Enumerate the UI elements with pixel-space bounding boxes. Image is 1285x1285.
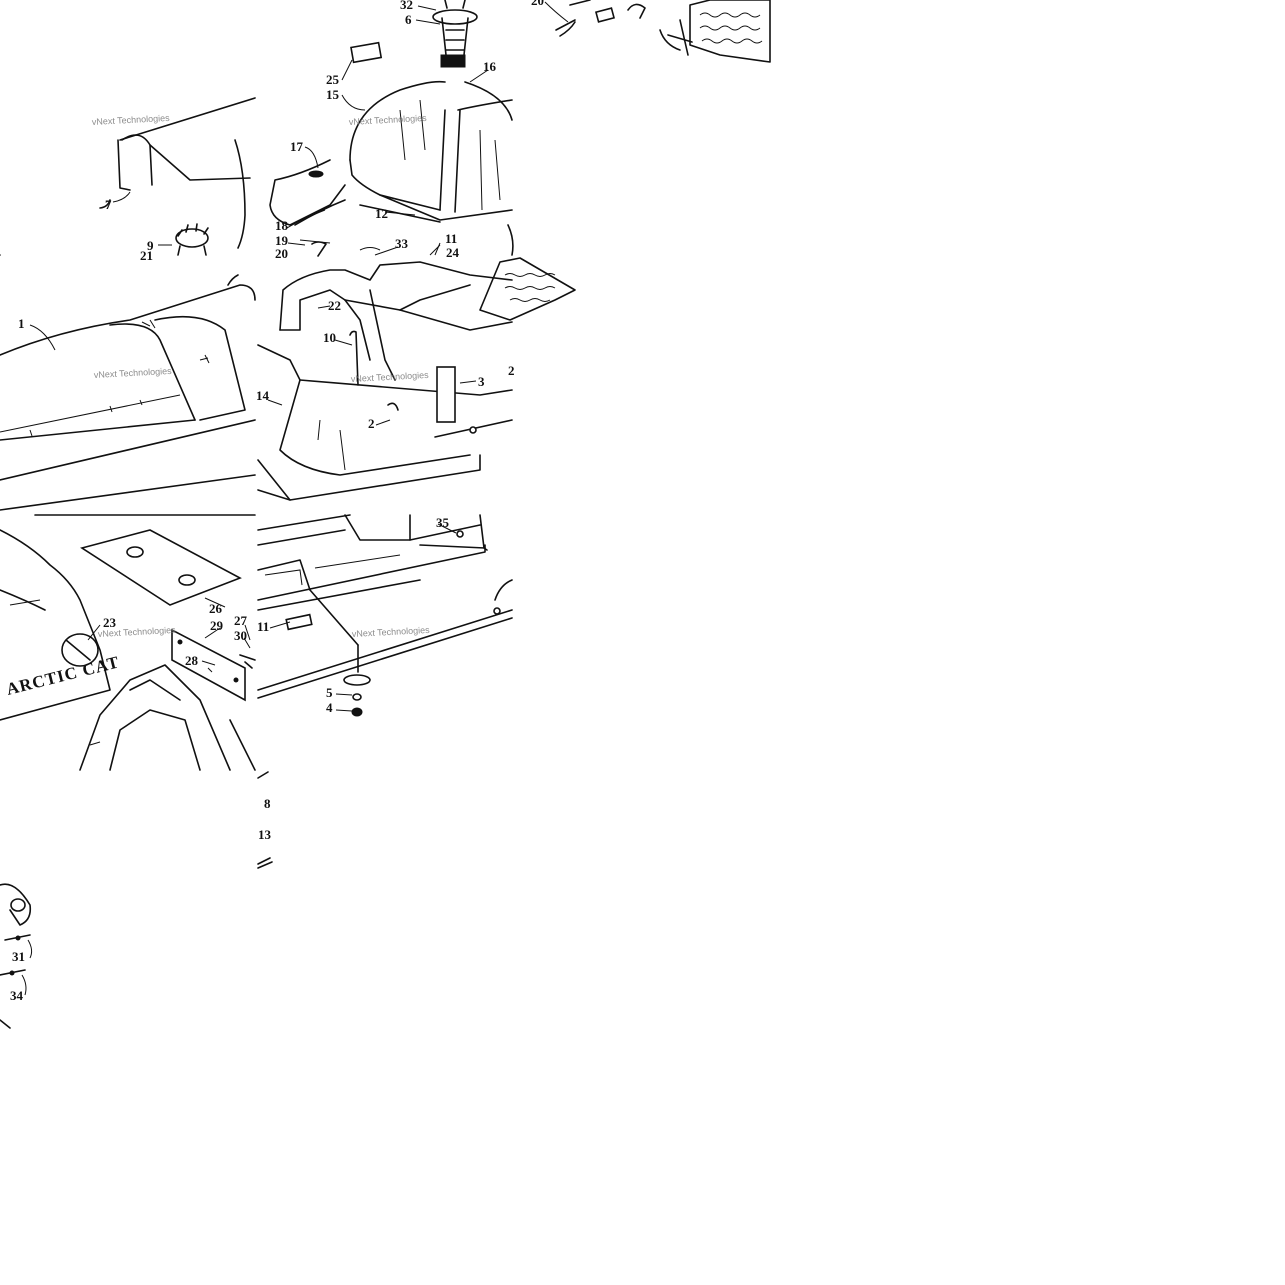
callout-20: 20 xyxy=(531,0,544,8)
watermarks: vNext Technologies vNext Technologies vNex… xyxy=(92,113,431,639)
storage-lid xyxy=(80,529,242,606)
callout-27: 27 xyxy=(234,613,248,628)
tile-middle-middle xyxy=(257,257,576,501)
callout-35: 35 xyxy=(436,515,450,530)
tile-top-right xyxy=(555,0,771,63)
leader-lines xyxy=(21,1,569,996)
callout-11: 11 xyxy=(445,231,457,246)
callout-33: 33 xyxy=(395,236,409,251)
tile-lower-middle xyxy=(257,514,513,717)
callout-16: 16 xyxy=(483,59,497,74)
tile-upper-left xyxy=(0,97,256,256)
callout-14: 14 xyxy=(256,388,270,403)
callout-8: 8 xyxy=(264,796,271,811)
callout-30: 30 xyxy=(234,628,247,643)
tile-bottom-fragments xyxy=(0,771,273,1029)
callout-29: 29 xyxy=(210,618,224,633)
ignition-switch xyxy=(61,633,99,667)
watermark-text: vNext Technologies xyxy=(98,625,177,639)
callout-18: 18 xyxy=(275,218,289,233)
callout-2: 2 xyxy=(508,363,515,378)
callout-10: 10 xyxy=(323,330,336,345)
callout-23: 23 xyxy=(103,615,117,630)
callout-3: 3 xyxy=(478,374,485,389)
callout-6: 6 xyxy=(405,12,412,27)
callout-4: 4 xyxy=(326,700,333,715)
watermark-text: vNext Technologies xyxy=(349,113,428,127)
watermark-text: vNext Technologies xyxy=(352,625,431,639)
callout-11: 11 xyxy=(257,619,269,634)
callout-20: 20 xyxy=(275,246,288,261)
bracket xyxy=(171,628,246,702)
fuel-gauge-assembly xyxy=(432,0,478,68)
callout-21: 21 xyxy=(140,248,153,263)
callout-24: 24 xyxy=(446,245,460,260)
watermark-text: vNext Technologies xyxy=(92,113,171,127)
fuel-cap xyxy=(175,223,209,256)
callout-32: 32 xyxy=(400,0,413,12)
callout-15: 15 xyxy=(326,87,340,102)
callout-34: 34 xyxy=(10,988,24,1003)
callout-1: 1 xyxy=(18,316,25,331)
callout-13: 13 xyxy=(258,827,272,842)
callout-2: 2 xyxy=(368,416,375,431)
callout-9: 9 xyxy=(147,238,154,253)
callout-26: 26 xyxy=(209,601,223,616)
watermark-text: vNext Technologies xyxy=(94,366,173,380)
part-callouts: 1223456789101111121314151617181920202122… xyxy=(10,0,544,1003)
tile-lower-left xyxy=(0,514,256,771)
callout-31: 31 xyxy=(12,949,25,964)
callout-25: 25 xyxy=(326,72,340,87)
callout-22: 22 xyxy=(328,298,341,313)
tile-upper-middle xyxy=(269,0,514,257)
callout-19: 19 xyxy=(275,233,289,248)
watermark-text: vNext Technologies xyxy=(351,370,430,384)
callout-5: 5 xyxy=(326,685,333,700)
callout-17: 17 xyxy=(290,139,304,154)
callout-28: 28 xyxy=(185,653,199,668)
tile-middle-left xyxy=(0,274,256,511)
callout-12: 12 xyxy=(375,206,388,221)
callout-7: 7 xyxy=(105,197,112,212)
